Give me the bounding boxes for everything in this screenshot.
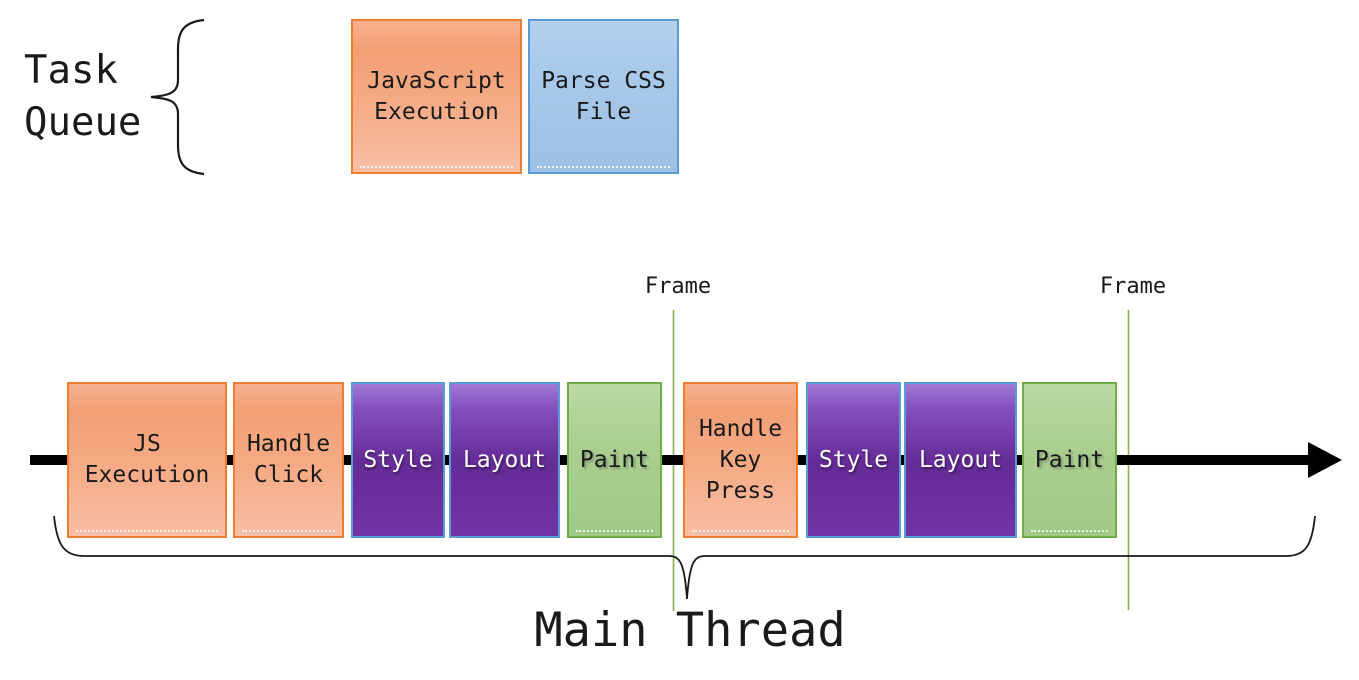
task-box-paint-2: Paint (1022, 382, 1117, 538)
task-box-handle-click: Handle Click (233, 382, 344, 538)
frame-label-1: Frame (618, 274, 738, 300)
task-box-label: Handle Key Press (698, 415, 783, 504)
task-box-layout-2: Layout (904, 382, 1017, 538)
task-queue-label-text: Task Queue (24, 48, 142, 145)
frame-label-2: Frame (1073, 274, 1193, 300)
main-thread-brace (53, 515, 1316, 600)
queue-box-label: JavaScript Execution (367, 67, 506, 125)
task-box-js-execution: JS Execution (67, 382, 227, 538)
queue-box-parse-css-file: Parse CSS File (528, 19, 679, 174)
task-box-label: Style (818, 446, 889, 473)
task-box-label: Layout (918, 446, 1003, 473)
task-box-label: Paint (579, 446, 650, 473)
task-box-paint-1: Paint (567, 382, 662, 538)
task-box-style-2: Style (806, 382, 901, 538)
task-box-label: Handle Click (246, 431, 331, 488)
task-queue-brace (150, 18, 205, 176)
task-box-label: Paint (1034, 446, 1105, 473)
task-box-label: JS Execution (84, 431, 210, 488)
task-box-layout-1: Layout (449, 382, 560, 538)
main-thread-label-text: Main Thread (534, 603, 846, 658)
task-box-handle-key-press: Handle Key Press (683, 382, 798, 538)
task-box-style-1: Style (351, 382, 445, 538)
queue-box-label: Parse CSS File (541, 67, 666, 125)
main-thread-label: Main Thread (490, 603, 890, 659)
frame-label-text: Frame (1099, 274, 1167, 299)
task-queue-label: Task Queue (24, 45, 141, 149)
queue-box-javascript-execution: JavaScript Execution (351, 19, 522, 174)
task-box-label: Layout (462, 446, 547, 473)
task-box-label: Style (363, 446, 433, 473)
frame-label-text: Frame (644, 274, 712, 299)
